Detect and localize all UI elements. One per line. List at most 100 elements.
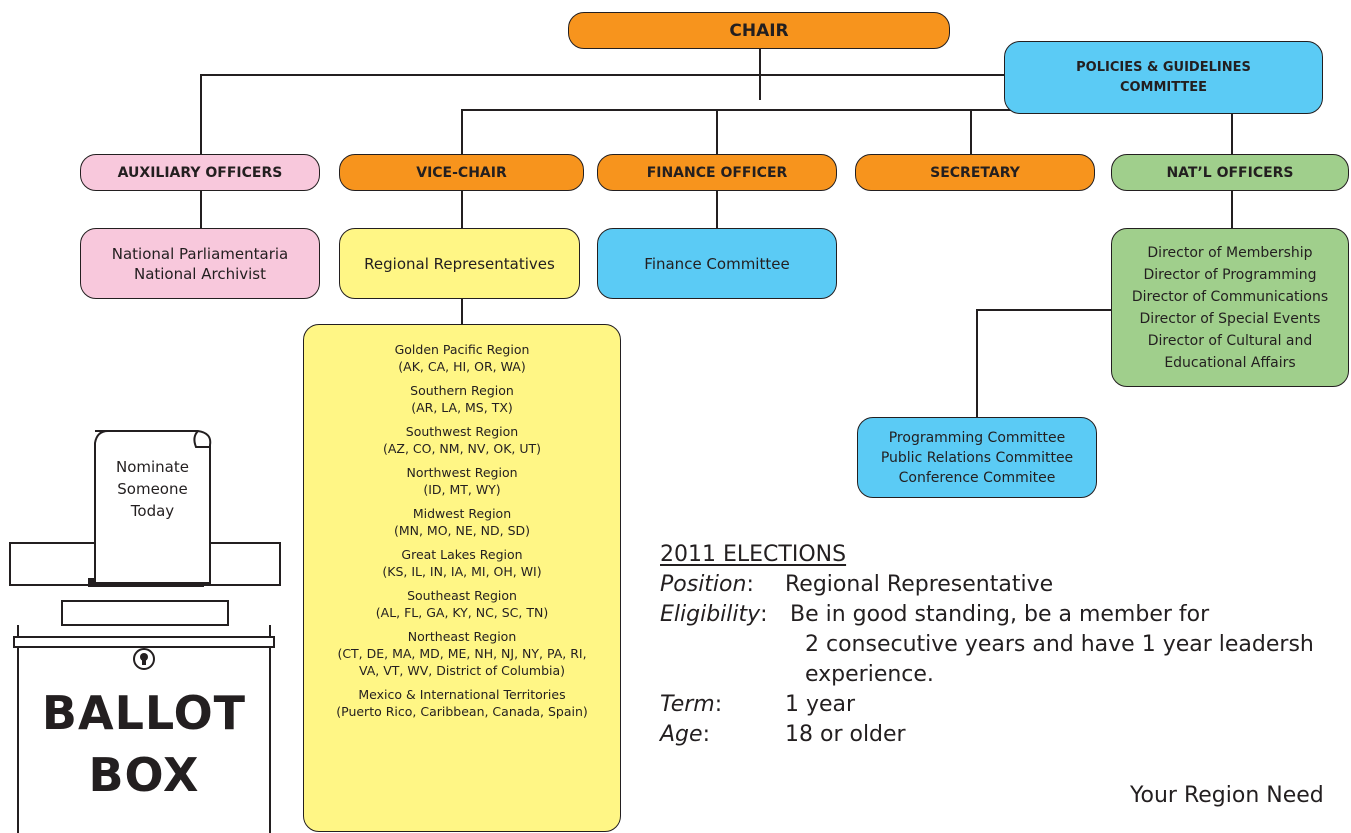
position-row: Position:: [660, 570, 754, 600]
region-name: Northwest Region: [406, 465, 518, 480]
region-name: Midwest Region: [412, 506, 512, 521]
term-label: Term: [660, 692, 715, 717]
region-name: Southeast Region: [407, 588, 517, 603]
region-states: (ID, MT, WY): [423, 482, 501, 497]
position-value: Regional Representative: [785, 572, 1054, 597]
director-item: Director of Membership: [1147, 244, 1313, 261]
policies-label-line: COMMITTEE: [1119, 79, 1208, 95]
committee-item: Conference Commitee: [898, 469, 1056, 486]
auxiliary-officers-label: AUXILIARY OFFICERS: [117, 164, 283, 181]
region-item: Great Lakes Region (KS, IL, IN, IA, MI, …: [304, 546, 620, 580]
vice-chair-box: VICE-CHAIR: [339, 154, 584, 191]
slip-line: Someone: [117, 480, 188, 498]
eligibility-line: Be in good standing, be a member for: [790, 602, 1210, 627]
term-row: Term:: [660, 690, 722, 720]
region-item: Southwest Region (AZ, CO, NM, NV, OK, UT…: [304, 423, 620, 457]
connector: [970, 109, 972, 154]
ballot-label-line: BOX: [88, 748, 200, 802]
eligibility-line: 2 consecutive years and have 1 year lead…: [805, 632, 1314, 657]
policies-label-line: POLICIES & GUIDELINES: [1076, 59, 1251, 75]
director-item: Director of Programming: [1143, 266, 1317, 283]
director-item: Director of Cultural and: [1147, 332, 1313, 349]
colon: :: [746, 572, 754, 597]
auxiliary-officers-box: AUXILIARY OFFICERS: [80, 154, 320, 191]
connector: [1231, 190, 1233, 228]
colon: :: [714, 692, 723, 717]
region-name: Great Lakes Region: [401, 547, 523, 562]
ballot-box-icon: [9, 430, 281, 833]
natl-officers-box: NAT’L OFFICERS: [1111, 154, 1349, 191]
connector: [200, 190, 202, 228]
auxiliary-member: National Parliamentaria: [111, 244, 289, 263]
connector: [461, 298, 463, 325]
regional-representatives-box: Regional Representatives: [339, 228, 580, 299]
slip-line: Today: [130, 502, 175, 520]
finance-officer-box: FINANCE OFFICER: [597, 154, 837, 191]
age-value: 18 or older: [785, 722, 906, 747]
region-item: Southeast Region (AL, FL, GA, KY, NC, SC…: [304, 587, 620, 621]
connector: [461, 190, 463, 228]
auxiliary-members-box: National Parliamentaria National Archivi…: [80, 228, 320, 299]
regions-list-box: Golden Pacific Region (AK, CA, HI, OR, W…: [303, 324, 621, 832]
region-states: (AK, CA, HI, OR, WA): [398, 359, 526, 374]
connector: [976, 309, 1111, 311]
elections-title: 2011 ELECTIONS: [660, 542, 847, 567]
region-states: (CT, DE, MA, MD, ME, NH, NJ, NY, PA, RI,: [337, 646, 587, 661]
region-item: Midwest Region (MN, MO, NE, ND, SD): [304, 505, 620, 539]
region-states: (KS, IL, IN, IA, MI, OH, WI): [382, 564, 542, 579]
region-states: (AL, FL, GA, KY, NC, SC, TN): [375, 605, 549, 620]
finance-committee-label: Finance Committee: [644, 254, 790, 273]
vice-chair-label: VICE-CHAIR: [416, 164, 507, 181]
connector: [200, 74, 202, 154]
region-item: Golden Pacific Region (AK, CA, HI, OR, W…: [304, 341, 620, 375]
region-item: Mexico & International Territories (Puer…: [304, 686, 620, 720]
committees-box: Programming Committee Public Relations C…: [857, 417, 1097, 498]
region-name: Golden Pacific Region: [394, 342, 530, 357]
committee-item: Public Relations Committee: [880, 449, 1074, 466]
connector: [461, 109, 463, 154]
directors-box: Director of Membership Director of Progr…: [1111, 228, 1349, 387]
region-needs-text: Your Region Need: [1130, 783, 1324, 808]
connector: [716, 109, 718, 154]
ballot-slip: Nominate Someone Today: [95, 456, 210, 522]
director-item: Director of Special Events: [1139, 310, 1321, 327]
age-label: Age: [660, 722, 703, 747]
connector: [1231, 109, 1233, 154]
slip-line: Nominate: [116, 458, 189, 476]
connector: [200, 74, 1006, 76]
eligibility-label: Eligibility: [660, 602, 761, 627]
region-name: Southwest Region: [405, 424, 519, 439]
ballot-box-label: BALLOT BOX: [18, 682, 270, 806]
chair-label: CHAIR: [729, 20, 789, 41]
region-name: Mexico & International Territories: [358, 687, 566, 702]
region-states: (AZ, CO, NM, NV, OK, UT): [382, 441, 542, 456]
region-states: (MN, MO, NE, ND, SD): [393, 523, 531, 538]
region-states: (AR, LA, MS, TX): [411, 400, 513, 415]
connector: [716, 190, 718, 228]
eligibility-line: experience.: [805, 662, 934, 687]
colon: :: [702, 722, 710, 747]
region-item: Northwest Region (ID, MT, WY): [304, 464, 620, 498]
natl-officers-label: NAT’L OFFICERS: [1166, 164, 1294, 181]
director-item: Director of Communications: [1131, 288, 1329, 305]
committee-item: Programming Committee: [888, 429, 1066, 446]
auxiliary-member: National Archivist: [133, 264, 267, 283]
position-label: Position: [660, 572, 747, 597]
region-name: Southern Region: [410, 383, 514, 398]
colon: :: [760, 602, 768, 627]
region-states: VA, VT, WV, District of Columbia): [358, 663, 566, 678]
finance-committee-box: Finance Committee: [597, 228, 837, 299]
policies-committee-box: POLICIES & GUIDELINES COMMITTEE: [1004, 41, 1323, 114]
regional-representatives-label: Regional Representatives: [364, 254, 555, 273]
term-value: 1 year: [785, 692, 856, 717]
region-item: Northeast Region (CT, DE, MA, MD, ME, NH…: [304, 628, 620, 679]
age-row: Age:: [660, 720, 710, 750]
chair-box: CHAIR: [568, 12, 950, 49]
ballot-label-line: BALLOT: [41, 686, 247, 740]
region-item: Southern Region (AR, LA, MS, TX): [304, 382, 620, 416]
secretary-box: SECRETARY: [855, 154, 1095, 191]
connector: [976, 309, 978, 417]
eligibility-row: Eligibility:: [660, 600, 768, 630]
region-name: Northeast Region: [407, 629, 517, 644]
connector: [461, 109, 1232, 111]
